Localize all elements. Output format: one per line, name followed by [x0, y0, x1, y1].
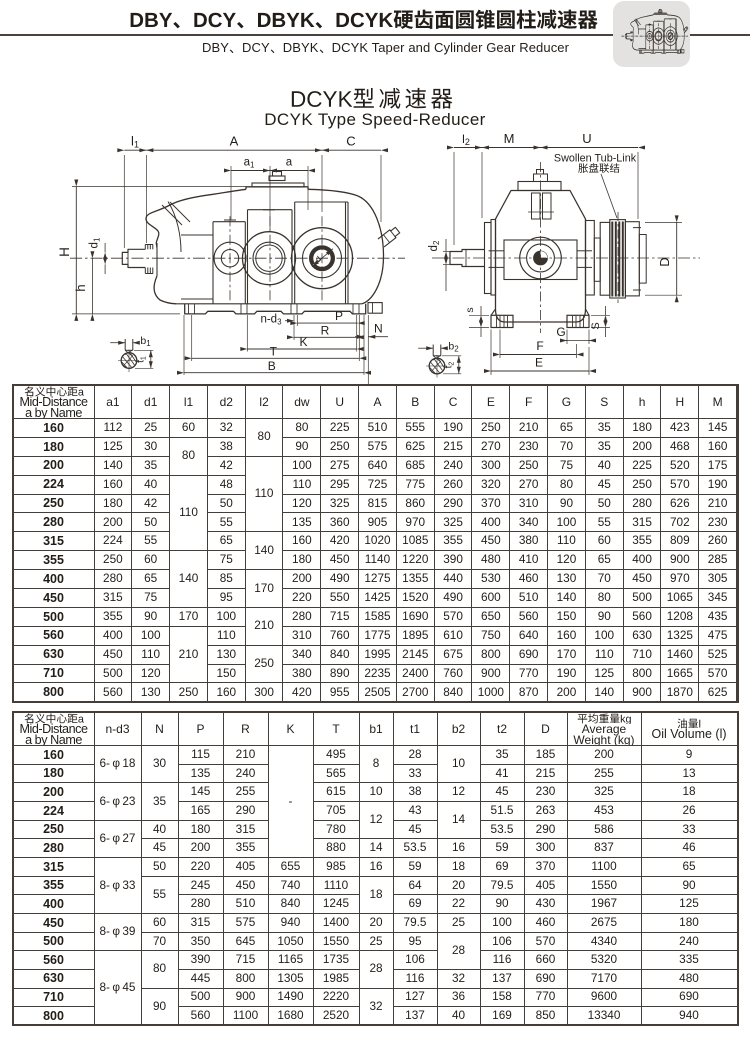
svg-text:B: B — [268, 359, 276, 373]
svg-text:D: D — [657, 257, 672, 266]
svg-text:d2: d2 — [428, 240, 441, 251]
svg-text:G: G — [556, 325, 565, 339]
svg-text:h: h — [73, 284, 88, 291]
svg-text:b2: b2 — [448, 341, 459, 354]
svg-text:s: s — [464, 307, 476, 312]
svg-text:n-d3: n-d3 — [260, 314, 282, 327]
svg-text:E: E — [535, 356, 543, 370]
svg-text:K: K — [299, 335, 307, 349]
svg-text:H: H — [57, 247, 72, 257]
svg-text:A: A — [230, 134, 239, 149]
svg-text:R: R — [321, 324, 330, 338]
svg-text:C: C — [346, 134, 355, 149]
svg-text:T: T — [270, 345, 278, 359]
svg-text:U: U — [582, 131, 591, 146]
svg-text:P: P — [335, 309, 343, 323]
svg-text:l2: l2 — [462, 132, 470, 147]
svg-text:t2: t2 — [444, 362, 456, 369]
svg-text:Swollen Tub-Link: Swollen Tub-Link — [554, 153, 637, 165]
svg-text:M: M — [504, 131, 515, 146]
svg-text:b1: b1 — [140, 335, 151, 348]
svg-text:l1: l1 — [131, 134, 139, 150]
svg-text:a1: a1 — [244, 157, 255, 170]
svg-text:d: d — [314, 254, 323, 264]
svg-text:d1: d1 — [89, 237, 102, 248]
svg-text:a: a — [286, 157, 293, 169]
svg-text:F: F — [536, 339, 543, 353]
svg-text:N: N — [374, 322, 383, 336]
svg-text:t1: t1 — [136, 356, 148, 363]
svg-text:S: S — [590, 322, 602, 329]
